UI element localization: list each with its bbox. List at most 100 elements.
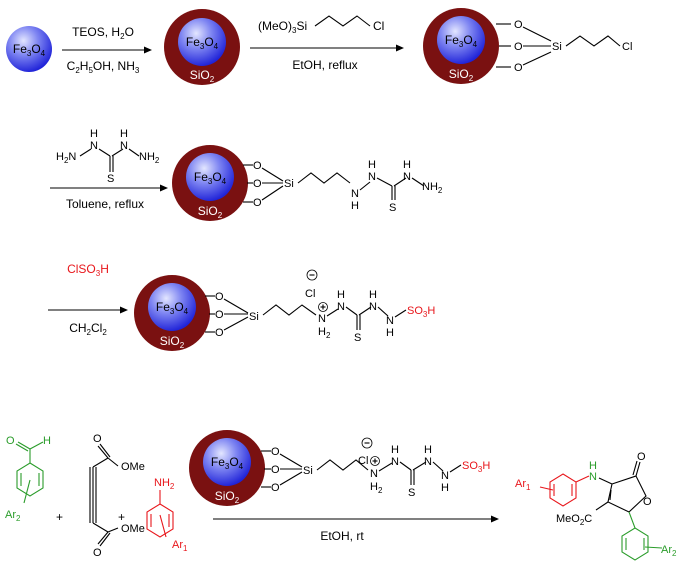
- thiocarbohydrazide-functionalized-nanoparticle: Fe3O4 SiO2 O O O Si N H N H S N H NH2: [172, 145, 443, 221]
- svg-text:NH2: NH2: [139, 151, 160, 165]
- svg-text:Cl: Cl: [622, 41, 632, 53]
- svg-text:Si: Si: [552, 41, 562, 53]
- svg-text:O: O: [215, 327, 224, 339]
- svg-text:H: H: [424, 444, 432, 456]
- step5-reagent-bottom: EtOH, rt: [320, 529, 364, 543]
- svg-text:Fe3O4: Fe3O4: [186, 35, 219, 51]
- chloropropyl-functionalized-nanoparticle: Fe3O4 SiO2 O O O Si Cl: [423, 8, 632, 84]
- svg-text:Ar2: Ar2: [661, 544, 677, 558]
- svg-text:H: H: [120, 128, 128, 140]
- svg-text:H: H: [90, 128, 98, 140]
- svg-text:N: N: [370, 468, 378, 480]
- svg-text:Fe3O4: Fe3O4: [445, 33, 478, 49]
- svg-text:Ar1: Ar1: [515, 478, 531, 492]
- svg-text:O: O: [215, 309, 224, 321]
- svg-text:O: O: [643, 496, 652, 508]
- sulfonated-nanocatalyst: Fe3O4 SiO2 O O O Si Cl N H2 N H S N H N …: [134, 269, 435, 351]
- svg-text:Fe3O4: Fe3O4: [211, 455, 244, 471]
- svg-text:S: S: [107, 173, 114, 185]
- step3-reagent-bottom: Toluene, reflux: [66, 197, 144, 211]
- svg-text:N: N: [589, 471, 597, 483]
- svg-text:S: S: [408, 487, 415, 499]
- svg-text:H: H: [441, 482, 449, 494]
- svg-text:SO3H: SO3H: [407, 305, 435, 319]
- svg-text:H: H: [368, 159, 376, 171]
- svg-text:SiO2: SiO2: [160, 334, 185, 350]
- step2-reagent-bottom: EtOH, reflux: [292, 58, 357, 72]
- svg-text:SiO2: SiO2: [198, 204, 223, 220]
- svg-text:SiO2: SiO2: [215, 489, 240, 505]
- svg-text:O: O: [271, 446, 280, 458]
- svg-text:O: O: [514, 62, 523, 74]
- svg-text:O: O: [514, 19, 523, 31]
- svg-text:N: N: [391, 456, 399, 468]
- plus-sign-1: +: [56, 510, 63, 524]
- svg-text:H: H: [589, 460, 597, 472]
- svg-text:H: H: [386, 327, 394, 339]
- furanone-product: Ar1 H N O O MeO2C Ar2: [515, 451, 677, 561]
- svg-text:H: H: [351, 200, 359, 212]
- svg-text:N: N: [441, 470, 449, 482]
- svg-text:O: O: [253, 197, 262, 209]
- svg-text:Cl: Cl: [305, 288, 315, 300]
- svg-text:H: H: [391, 444, 399, 456]
- svg-text:H: H: [43, 435, 51, 447]
- svg-text:O: O: [271, 482, 280, 494]
- svg-text:N: N: [318, 313, 326, 325]
- svg-text:Fe3O4: Fe3O4: [156, 300, 189, 316]
- dmad-reactant: O OMe O OMe: [89, 433, 145, 559]
- svg-text:O: O: [93, 433, 102, 445]
- svg-text:N: N: [424, 456, 432, 468]
- step1-reagent-bottom: C2H5OH, NH3: [67, 59, 140, 75]
- svg-text:N: N: [351, 188, 359, 200]
- plus-sign-2: +: [118, 510, 125, 524]
- svg-text:S: S: [354, 332, 361, 344]
- step4-reagent-bottom: CH2Cl2: [69, 321, 107, 337]
- svg-text:O: O: [271, 464, 280, 476]
- svg-text:Si: Si: [303, 465, 313, 477]
- svg-text:MeO2C: MeO2C: [556, 513, 592, 527]
- step4-reagent-top: ClSO3H: [67, 262, 109, 278]
- step2-reagent-top: (MeO)3Si: [258, 19, 307, 35]
- svg-text:O: O: [253, 160, 262, 172]
- svg-text:N: N: [386, 315, 394, 327]
- svg-text:O: O: [253, 178, 262, 190]
- catalyst-over-arrow: Fe3O4 SiO2 O O O Si Cl N H2 N H S N H N …: [189, 430, 490, 506]
- svg-text:N: N: [403, 171, 411, 183]
- fe3o4-sio2-nanoparticle: Fe3O4 SiO2: [164, 9, 240, 85]
- svg-text:OMe: OMe: [121, 523, 145, 535]
- svg-text:S: S: [389, 202, 396, 214]
- aniline-reactant: NH2 Ar1: [146, 477, 188, 553]
- arrow-step5: [213, 515, 499, 523]
- svg-text:H: H: [403, 159, 411, 171]
- step1-reagent-top: TEOS, H2O: [72, 25, 134, 41]
- thiocarbohydrazide-reagent: H2N H N S H N NH2: [56, 128, 160, 185]
- svg-text:O: O: [215, 291, 224, 303]
- svg-text:H2: H2: [318, 326, 331, 340]
- svg-text:Cl: Cl: [358, 455, 368, 467]
- svg-text:Ar1: Ar1: [172, 539, 188, 553]
- svg-text:O: O: [93, 547, 102, 559]
- svg-text:O: O: [637, 451, 646, 463]
- arrow-step1: [62, 46, 152, 54]
- svg-text:OMe: OMe: [121, 461, 145, 473]
- svg-text:N: N: [120, 140, 128, 152]
- svg-text:N: N: [368, 171, 376, 183]
- svg-text:NH2: NH2: [422, 181, 443, 195]
- svg-text:NH2: NH2: [154, 477, 175, 491]
- fe3o4-nanoparticle-start: Fe3O4: [6, 26, 52, 72]
- svg-text:N: N: [337, 301, 345, 313]
- svg-text:SiO2: SiO2: [190, 68, 215, 84]
- svg-text:O: O: [6, 435, 15, 447]
- svg-text:H2N: H2N: [56, 151, 76, 165]
- svg-text:SO3H: SO3H: [462, 460, 490, 474]
- svg-text:N: N: [90, 140, 98, 152]
- svg-text:N: N: [369, 301, 377, 313]
- svg-text:O: O: [514, 41, 523, 53]
- step2-reagent-cl: Cl: [373, 19, 384, 33]
- svg-text:H: H: [369, 289, 377, 301]
- fe3o4-label: Fe3O4: [13, 42, 46, 58]
- arrow-step4: [48, 306, 128, 314]
- arrow-step2: [250, 44, 404, 52]
